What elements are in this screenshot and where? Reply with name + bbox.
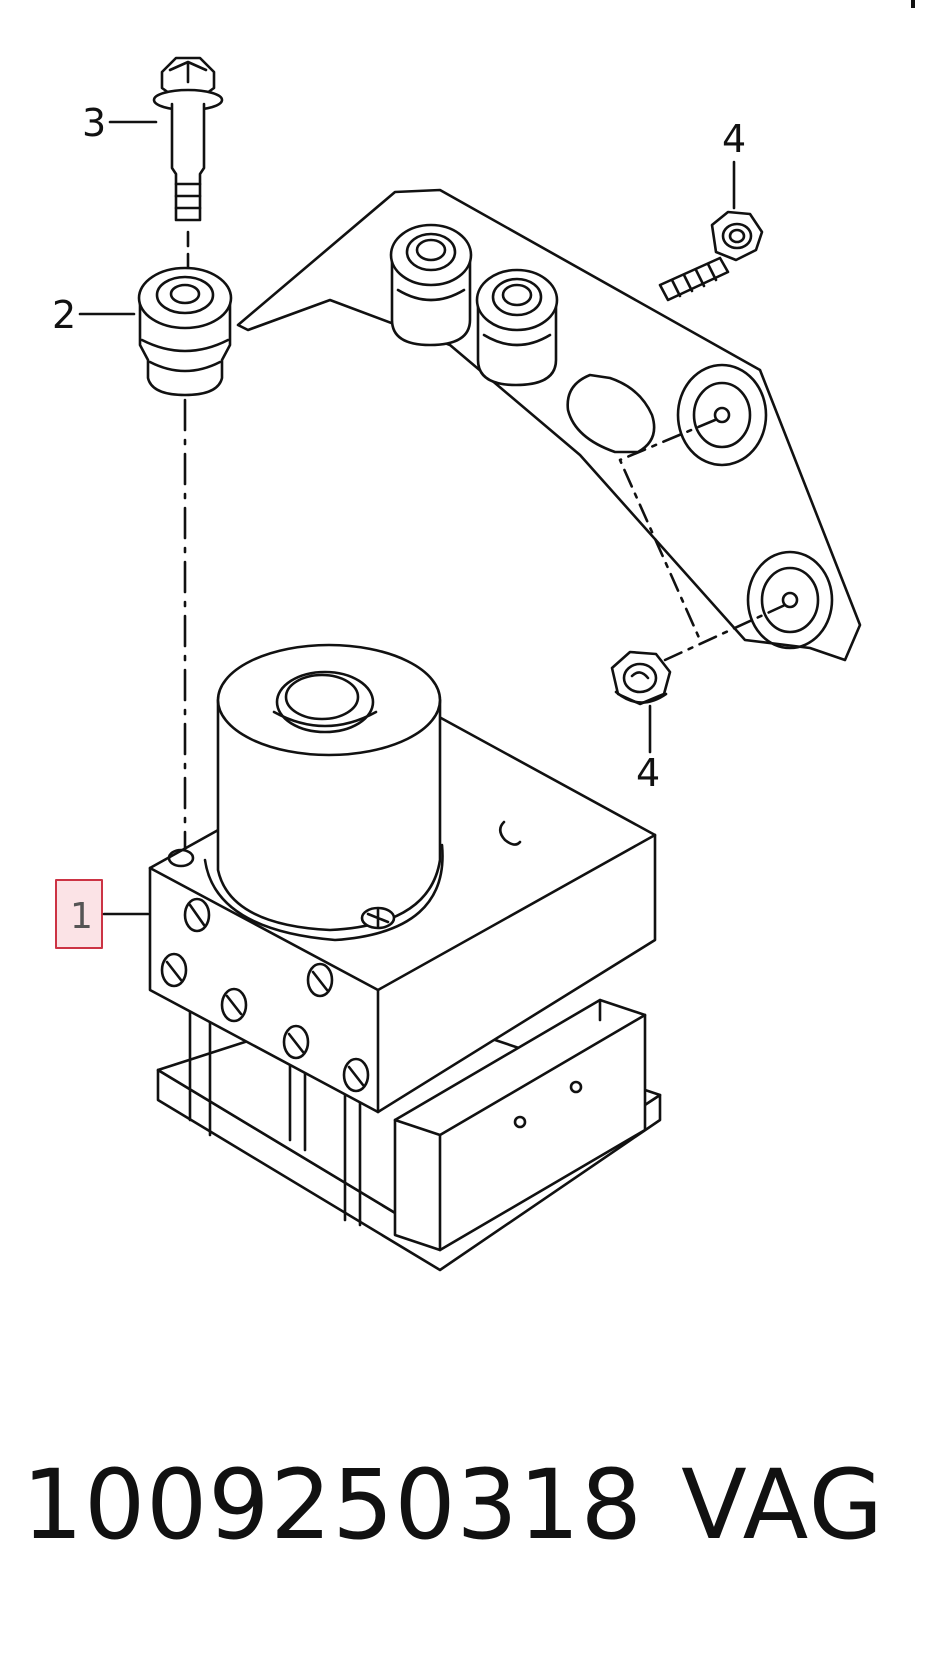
brand-name: VAG: [681, 1449, 885, 1561]
callout-part-1: 1: [55, 879, 150, 949]
nut-part-4-top: [710, 210, 764, 262]
callout-part-3: 3: [82, 101, 158, 145]
bracket-grommet-2: [475, 268, 559, 387]
callout-label-3: 3: [82, 101, 106, 145]
abs-hydraulic-unit-part-1: [148, 643, 662, 1272]
mounting-bracket: [236, 188, 862, 662]
callout-part-2: 2: [52, 293, 136, 337]
exploded-parts-diagram: 3 2 4 4 1: [52, 56, 862, 1272]
corner-mark: [911, 0, 915, 8]
callout-part-4-bottom: 4: [636, 704, 660, 795]
callout-label-1: 1: [70, 896, 93, 937]
callout-label-4-bottom: 4: [636, 751, 660, 795]
nut-part-4-bottom: [610, 650, 672, 706]
part-number: 1009250318: [22, 1449, 643, 1561]
bracket-grommet-1: [389, 223, 473, 347]
callout-label-4-top: 4: [722, 117, 746, 161]
assembly-lines-bracket: [618, 418, 787, 662]
callout-label-2: 2: [52, 293, 76, 337]
callout-part-4-top: 4: [722, 117, 746, 210]
grommet-part-2: [137, 266, 233, 397]
callout-highlight-box: [55, 879, 103, 949]
footer: 1009250318 VAG: [0, 1450, 925, 1590]
bolt-part-3: [152, 56, 224, 222]
